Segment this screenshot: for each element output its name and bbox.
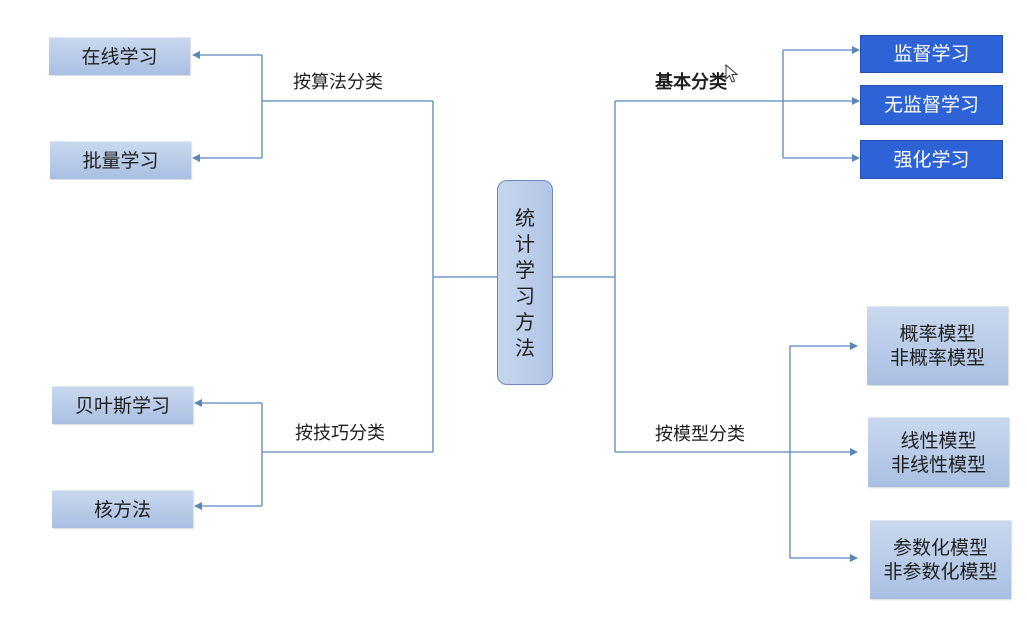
node-label-line: 非线性模型 bbox=[890, 453, 986, 476]
parametric-model-node: 参数化模型 非参数化模型 bbox=[870, 520, 1011, 599]
node-label-line: 非参数化模型 bbox=[883, 561, 998, 583]
node-label-line: 线性模型 bbox=[900, 429, 977, 452]
unsupervised-learning-node: 无监督学习 bbox=[860, 85, 1003, 125]
algorithm-branch-label: 按算法分类 bbox=[293, 72, 383, 93]
node-label-line: 概率模型 bbox=[899, 323, 976, 345]
model-branch-label: 按模型分类 bbox=[655, 424, 745, 445]
kernel-method-node: 核方法 bbox=[52, 490, 193, 528]
linear-model-node: 线性模型 非线性模型 bbox=[868, 417, 1009, 487]
online-learning-node: 在线学习 bbox=[49, 37, 190, 75]
mouse-pointer-icon bbox=[725, 64, 739, 83]
node-label: 核方法 bbox=[93, 498, 151, 521]
center-char: 统 bbox=[515, 205, 535, 230]
node-label: 批量学习 bbox=[82, 149, 159, 172]
probabilistic-model-node: 概率模型 非概率模型 bbox=[867, 306, 1008, 385]
center-char: 法 bbox=[515, 335, 535, 360]
node-label-line: 非概率模型 bbox=[889, 347, 985, 369]
center-node: 统 计 学 习 方 法 bbox=[497, 180, 553, 385]
center-char: 方 bbox=[515, 309, 535, 334]
batch-learning-node: 批量学习 bbox=[50, 141, 191, 179]
node-label: 在线学习 bbox=[81, 45, 158, 68]
center-char: 学 bbox=[515, 257, 535, 282]
reinforcement-learning-node: 强化学习 bbox=[860, 140, 1003, 179]
node-label: 贝叶斯学习 bbox=[74, 394, 170, 417]
technique-branch-label: 按技巧分类 bbox=[295, 423, 385, 444]
node-label-line: 参数化模型 bbox=[892, 537, 988, 559]
bayesian-learning-node: 贝叶斯学习 bbox=[52, 386, 193, 424]
basic-branch-label: 基本分类 bbox=[655, 72, 727, 93]
node-label: 强化学习 bbox=[893, 148, 970, 171]
center-char: 计 bbox=[515, 231, 535, 256]
center-char: 习 bbox=[515, 283, 535, 308]
node-label: 无监督学习 bbox=[883, 94, 979, 116]
node-label: 监督学习 bbox=[893, 43, 970, 65]
supervised-learning-node: 监督学习 bbox=[860, 35, 1003, 73]
